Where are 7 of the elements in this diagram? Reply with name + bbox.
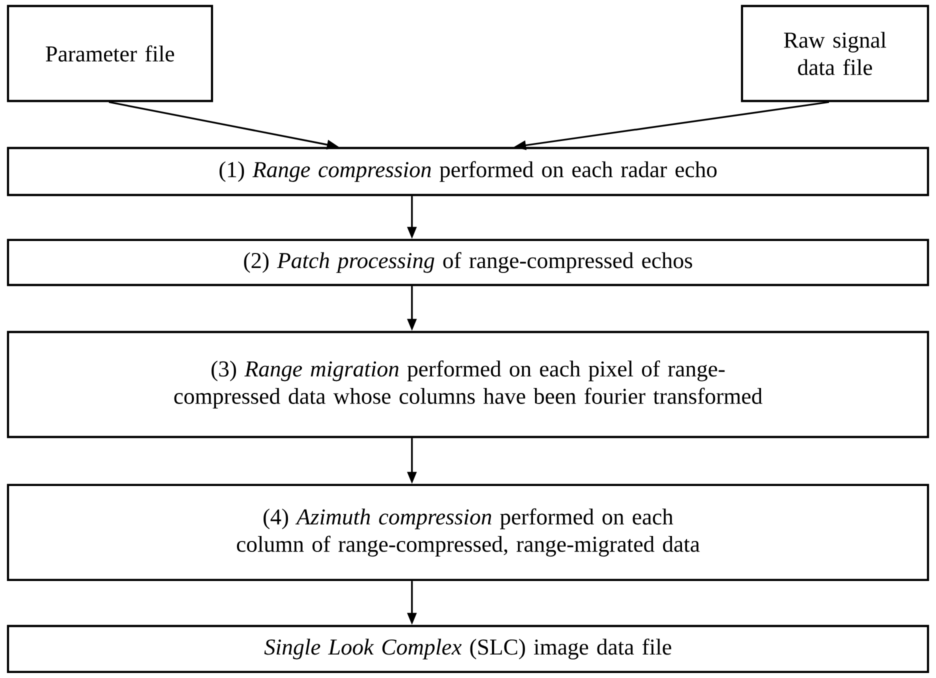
process-box: (4) Azimuth compression performed on each column of range-compressed, range-migrated data — [6, 484, 930, 582]
process-box: (2) Patch processing of range-compressed echos — [6, 238, 930, 286]
process-box: (1) Range compression performed on each radar echo — [6, 146, 930, 196]
output-file-box: Single Look Complex (SLC) image data file — [6, 624, 930, 674]
input-file-box: Parameter file — [6, 4, 214, 102]
process-box: (3) Range migration performed on each pixel of range-compressed data whose columns have been fourier transformed — [6, 330, 930, 438]
input-file-box: Raw signal data file — [740, 4, 930, 102]
